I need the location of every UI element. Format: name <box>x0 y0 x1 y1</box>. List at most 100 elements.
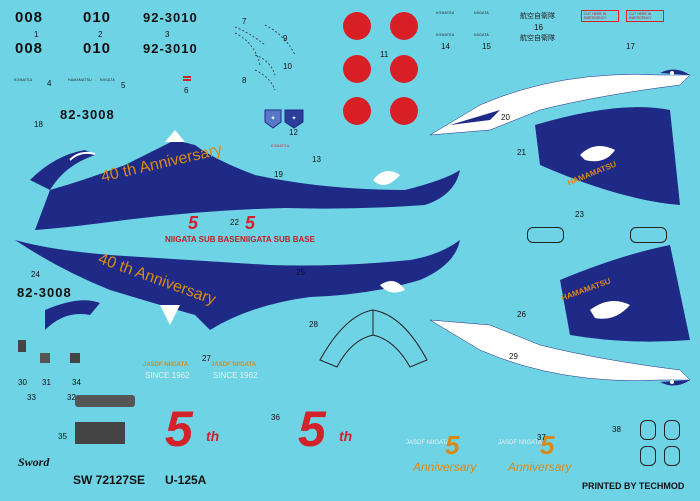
decal-number-29: 29 <box>509 352 518 361</box>
small-window <box>664 446 680 466</box>
decal-number-26: 26 <box>517 310 526 319</box>
decal-number-31: 31 <box>42 378 51 387</box>
decal-number-35: 35 <box>58 432 67 441</box>
tail-code-008: 008 <box>15 9 44 26</box>
niigata-sub-base-label: NIIGATA SUB BASE <box>165 235 240 244</box>
cut-here-box: CUT HERE IN EMERGENCY <box>581 10 619 22</box>
jasdf-kanji: 航空自衛隊 <box>520 12 555 20</box>
hinomaru-roundel <box>390 12 418 40</box>
decal-number-36: 36 <box>271 413 280 422</box>
hinomaru-roundel <box>343 97 371 125</box>
window-outline <box>527 227 564 243</box>
decal-number-25: 25 <box>296 268 305 277</box>
tag-komatsu-2: KOMATSU <box>436 33 455 37</box>
decal-number-3: 3 <box>165 30 170 39</box>
decal-number-18: 18 <box>34 120 43 129</box>
decal-number-1: 1 <box>34 30 39 39</box>
55th-logo-gold-2: 5 <box>540 430 555 460</box>
tag-niigata-top: NIIGATA <box>474 11 489 15</box>
model-name: U-125A <box>165 473 207 487</box>
decal-number-19: 19 <box>274 170 283 179</box>
hinomaru-roundel <box>390 55 418 83</box>
decal-number-28: 28 <box>309 320 318 329</box>
anniversary-small-1: Anniversary <box>413 460 477 474</box>
decal-number-24: 24 <box>31 270 40 279</box>
55th-logo-large: 5 <box>165 401 193 457</box>
red-stripe <box>183 76 191 78</box>
decal-number-20: 20 <box>501 113 510 122</box>
fuselage-design-upper <box>30 130 460 230</box>
tail-code-92-3010-lower: 92-3010 <box>143 41 198 56</box>
decal-number-2: 2 <box>98 30 103 39</box>
decal-number-15: 15 <box>482 42 491 51</box>
crane-tail-fin-upper <box>429 69 691 136</box>
decal-number-14: 14 <box>441 42 450 51</box>
decal-number-12: 12 <box>289 128 298 137</box>
55th-logo-small-2: 5 <box>245 213 256 233</box>
jasdf-niigata-since: JASDF NIIGATA <box>143 362 189 368</box>
small-decal <box>70 353 80 363</box>
svg-text:✦: ✦ <box>291 115 296 122</box>
jasdf-niigata-since-2: JASDF NIIGATA <box>211 362 257 368</box>
tail-code-92-3010: 92-3010 <box>143 10 198 25</box>
product-code: SW 72127SE <box>73 473 146 487</box>
small-window <box>640 420 656 440</box>
dashed-panel-outlines <box>234 24 296 91</box>
tail-code-010: 010 <box>83 9 112 26</box>
svg-text:✦: ✦ <box>270 115 275 122</box>
tail-code-010-lower: 010 <box>83 40 112 57</box>
tag-komatsu: KOMATSU <box>14 78 33 82</box>
decal-number-37: 37 <box>537 433 546 442</box>
small-window <box>640 446 656 466</box>
decal-number-33: 33 <box>27 393 36 402</box>
th-suffix: th <box>206 428 220 444</box>
tag-niigata-2: NIIGATA <box>474 33 489 37</box>
small-decal <box>18 340 26 352</box>
tag-hamamatsu: HAMAMATSU <box>68 78 92 82</box>
decal-number-22: 22 <box>230 218 239 227</box>
decal-number-8: 8 <box>242 76 247 85</box>
decal-number-11: 11 <box>380 50 389 59</box>
decal-number-38: 38 <box>612 425 621 434</box>
decal-number-32: 32 <box>67 393 76 402</box>
decal-number-30: 30 <box>18 378 27 387</box>
panel-decal <box>75 395 135 407</box>
decal-number-4: 4 <box>47 79 52 88</box>
canopy-frame-28 <box>319 309 428 368</box>
navy-fairing-26 <box>560 245 690 342</box>
tag-niigata: NIIGATA <box>100 78 115 82</box>
since-1962-2: SINCE 1962 <box>213 371 258 380</box>
decal-number-9: 9 <box>283 34 288 43</box>
55th-logo-small: 5 <box>188 213 199 233</box>
small-window <box>664 420 680 440</box>
decal-number-34: 34 <box>72 378 81 387</box>
window-outline <box>630 227 667 243</box>
jasdf-niigata-small: JASDF NIIGATA <box>406 440 450 446</box>
tag-komatsu-top: KOMATSU <box>436 11 455 15</box>
decal-number-10: 10 <box>283 62 292 71</box>
sword-logo: Sword <box>18 455 50 469</box>
niigata-sub-base-label-2: NIIGATA SUB BASE <box>240 235 315 244</box>
panel-decal-35 <box>75 422 125 444</box>
55th-logo-large-2: 5 <box>298 401 326 457</box>
navy-fairing-21 <box>535 107 680 205</box>
small-decal <box>40 353 50 363</box>
anniversary-small-2: Anniversary <box>508 460 572 474</box>
crane-tail-fin-lower <box>429 319 691 386</box>
decal-number-5: 5 <box>121 81 126 90</box>
jasdf-niigata-small-2: JASDF NIIGATA <box>498 440 542 446</box>
serial-82-3008: 82-3008 <box>60 107 115 122</box>
decal-number-6: 6 <box>184 86 189 95</box>
55th-logo-gold: 5 <box>445 430 460 460</box>
decal-number-23: 23 <box>575 210 584 219</box>
jasdf-kanji-2: 航空自衛隊 <box>520 34 555 42</box>
hinomaru-roundel <box>343 55 371 83</box>
red-stripe <box>183 79 191 81</box>
cut-here-box-2: CUT HERE IN EMERGENCY <box>626 10 664 22</box>
since-1962: SINCE 1962 <box>145 371 190 380</box>
tail-code-008-lower: 008 <box>15 40 44 57</box>
hinomaru-roundel <box>343 12 371 40</box>
fuselage-design-lower <box>15 240 460 330</box>
decal-number-7: 7 <box>242 17 247 26</box>
